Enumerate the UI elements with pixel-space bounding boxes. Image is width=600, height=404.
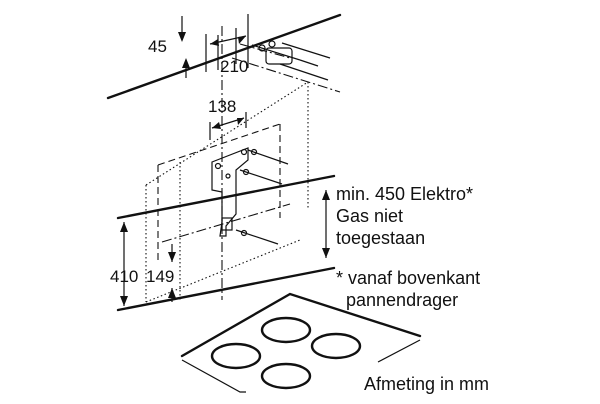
burner-left — [210, 342, 262, 370]
dim-210-label: 210 — [220, 57, 248, 76]
dim-45-arrow — [178, 16, 190, 78]
footnote-line2: pannendrager — [346, 290, 458, 310]
dim-149-label: 149 — [146, 267, 174, 286]
burner-top — [260, 316, 312, 344]
chimney-outline — [145, 81, 309, 303]
worktop-upper-line — [116, 174, 336, 220]
top-screws — [231, 40, 341, 93]
dim-410-label: 410 — [110, 267, 138, 286]
burner-bottom — [260, 362, 312, 390]
clearance-note-line3: toegestaan — [336, 228, 425, 248]
mounting-bracket — [211, 147, 249, 237]
cooktop — [180, 292, 422, 393]
dim-138-arrow — [209, 112, 247, 140]
hood-outline — [157, 26, 291, 300]
dim-210-lines — [205, 14, 249, 72]
clearance-note-line1: min. 450 Elektro* — [336, 184, 473, 204]
burner-right — [310, 332, 362, 360]
dim-450-arrow — [322, 190, 330, 258]
dim-410-arrow — [120, 222, 128, 306]
footnote-line1: * vanaf bovenkant — [336, 268, 480, 288]
dim-45-label: 45 — [148, 37, 167, 56]
dim-149-arrow — [168, 244, 176, 302]
dim-138-label: 138 — [208, 97, 236, 116]
mid-screws — [235, 148, 289, 245]
units-note: Afmeting in mm — [364, 374, 489, 394]
ceiling-line — [106, 13, 342, 100]
worktop-lower-line — [116, 266, 336, 312]
clearance-note-line2: Gas niet — [336, 206, 403, 226]
